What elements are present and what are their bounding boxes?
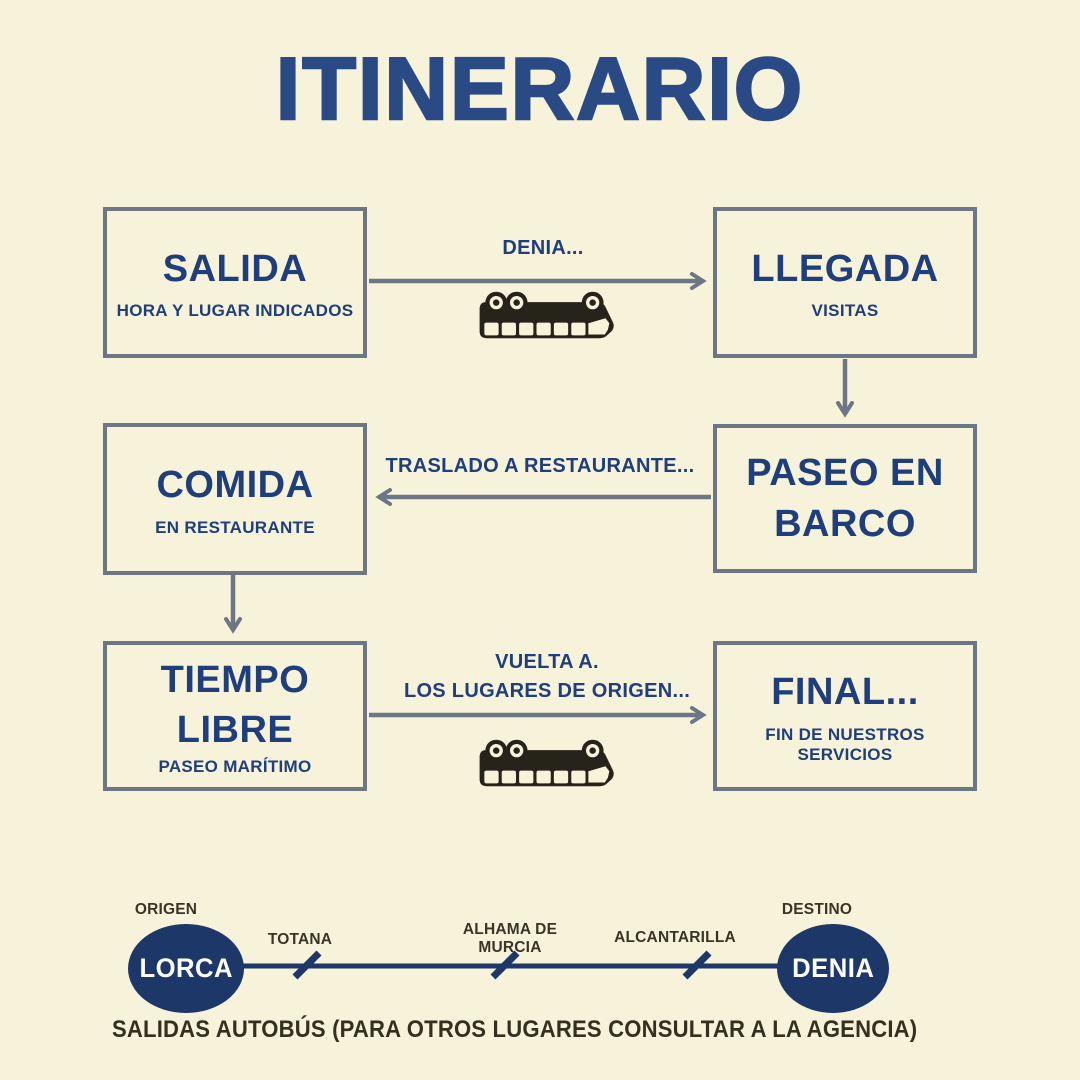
step-box-llegada: LLEGADA VISITAS	[713, 207, 977, 358]
step-title: SALIDA	[162, 247, 308, 290]
route-caption-text: SALIDAS AUTOBÚS (PARA OTROS LUGARES CONS…	[112, 1016, 918, 1043]
connector-label-line1: VUELTA A.	[495, 651, 599, 673]
destination-city-node: DENIA	[777, 924, 889, 1013]
origin-city: LORCA	[139, 953, 233, 983]
step-subtitle: HORA Y LUGAR INDICADOS	[116, 301, 354, 321]
stop-label-alcantarilla: ALCANTARILLA	[614, 929, 736, 946]
destination-city: DENIA	[791, 953, 875, 983]
step-box-tiempo-libre: TIEMPO LIBRE PASEO MARÍTIMO	[103, 641, 367, 791]
step-subtitle: VISITAS	[811, 301, 879, 321]
connector-label-denia: DENIA...	[502, 237, 584, 259]
connector-label-vuelta: VUELTA A. LOS LUGARES DE ORIGEN...	[377, 648, 717, 706]
step-title: COMIDA	[156, 464, 314, 507]
step-box-final: FINAL... FIN DE NUESTROS SERVICIOS	[713, 641, 977, 791]
stop-label-totana: TOTANA	[267, 931, 333, 948]
origin-city-node: LORCA	[128, 924, 244, 1013]
bus-icon	[472, 734, 624, 791]
step-subtitle: FIN DE NUESTROS SERVICIOS	[765, 724, 925, 764]
bus-icon	[472, 286, 624, 343]
step-box-comida: COMIDA EN RESTAURANTE	[103, 423, 367, 575]
route-caption: SALIDAS AUTOBÚS (PARA OTROS LUGARES CONS…	[0, 1016, 1030, 1044]
destination-label: DESTINO	[781, 901, 853, 918]
stop-tick-alcantarilla	[682, 950, 712, 980]
origin-label: ORIGEN	[134, 901, 198, 918]
stop-tick-totana	[292, 950, 322, 980]
stop-label-alhama: ALHAMA DE MURCIA	[462, 921, 558, 956]
step-box-salida: SALIDA HORA Y LUGAR INDICADOS	[103, 207, 367, 358]
page-title: ITINERARIO	[275, 38, 805, 140]
step-title: FINAL...	[771, 671, 919, 714]
step-title: PASEO EN BARCO	[746, 452, 944, 545]
step-title: LLEGADA	[751, 247, 939, 290]
step-subtitle: EN RESTAURANTE	[155, 517, 315, 537]
step-box-paseo-en-barco: PASEO EN BARCO	[713, 424, 977, 573]
connector-label-line2: LOS LUGARES DE ORIGEN...	[403, 680, 691, 702]
step-title: TIEMPO LIBRE	[160, 658, 310, 751]
connector-label-traslado: TRASLADO A RESTAURANTE...	[385, 455, 695, 477]
step-subtitle: PASEO MARÍTIMO	[158, 757, 312, 777]
